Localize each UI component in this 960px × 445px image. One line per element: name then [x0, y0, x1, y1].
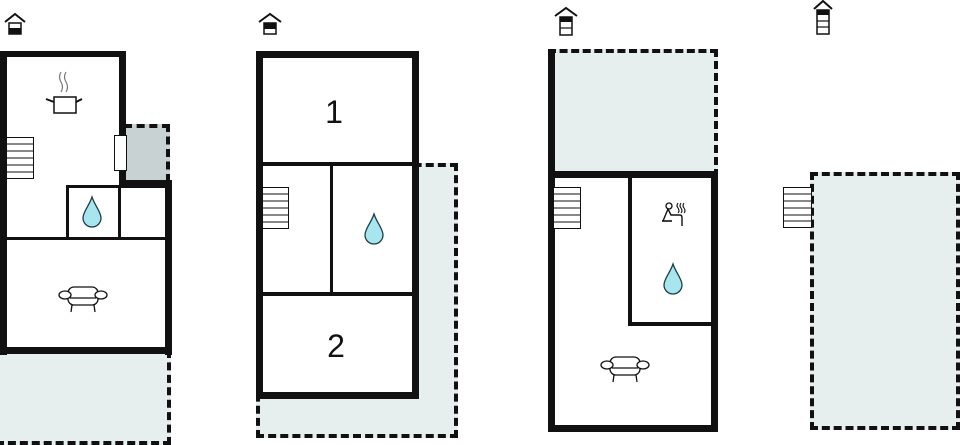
door: [114, 135, 127, 171]
building-outline: [256, 51, 419, 399]
wall: [628, 322, 714, 326]
floor-indicator-second-icon: [258, 12, 282, 35]
stairs-icon: [6, 137, 34, 179]
wall: [118, 185, 121, 239]
stairs-icon: [553, 187, 581, 229]
floor-indicator-third-icon: [554, 6, 578, 36]
wall: [165, 180, 172, 355]
sauna-icon: [662, 202, 686, 226]
wall: [0, 51, 7, 355]
water-drop-icon: [364, 211, 384, 245]
wall: [260, 162, 416, 166]
bedroom-1-label: 1: [325, 94, 343, 130]
wall: [119, 51, 126, 186]
wall: [548, 49, 555, 174]
water-drop-icon: [82, 194, 102, 228]
floor-indicator-top-icon: [813, 0, 833, 35]
water-drop-icon: [663, 261, 683, 295]
bedroom-2-label: 2: [327, 328, 345, 364]
armchair-icon: [58, 286, 108, 313]
wall: [119, 180, 172, 186]
armchair-icon: [600, 356, 650, 383]
wall: [0, 347, 172, 354]
stairs-icon: [783, 187, 812, 228]
wall: [0, 51, 126, 57]
terrace-area: [0, 350, 171, 445]
wall: [66, 185, 168, 188]
covered-terrace-area: [124, 124, 170, 182]
wall: [4, 237, 168, 240]
wall: [330, 164, 333, 294]
roof-terrace-area: [810, 172, 960, 430]
floor-indicator-ground-icon: [4, 12, 26, 35]
wall: [260, 292, 416, 296]
cooking-pot-icon: [45, 71, 83, 114]
wall: [628, 174, 632, 326]
balcony-area: [548, 49, 718, 177]
wall: [66, 185, 69, 239]
stairs-icon: [262, 187, 289, 229]
